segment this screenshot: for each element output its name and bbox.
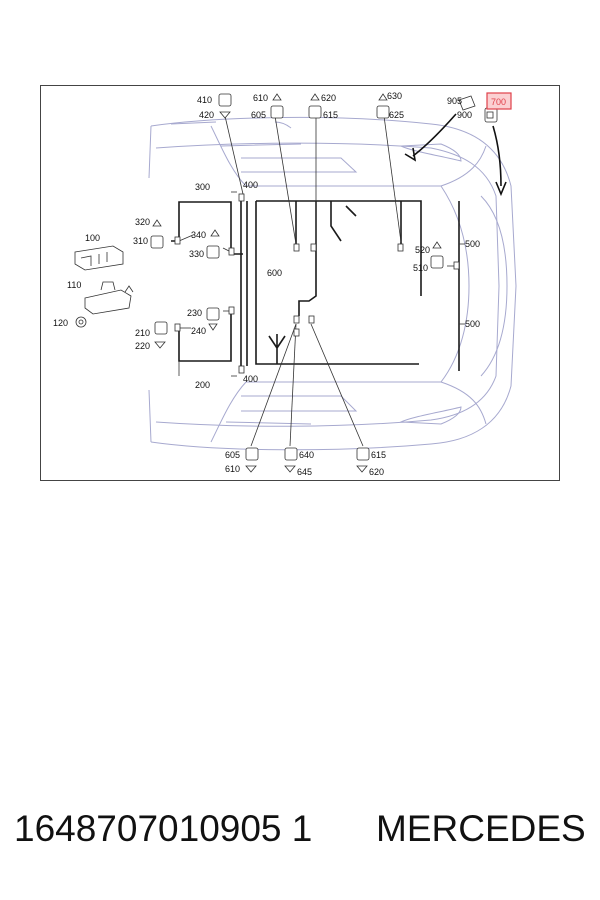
wiring-harness (171, 200, 460, 371)
label-500-upper: 500 (465, 239, 480, 249)
wiring-diagram-frame: 100 110 120 300 320 310 340 330 400 400 … (40, 85, 560, 481)
part-icons (74, 92, 512, 473)
sensor-icon (150, 93, 498, 473)
label-615-top: 615 (323, 110, 338, 120)
label-220: 220 (135, 341, 150, 351)
label-210: 210 (135, 328, 150, 338)
direction-arrows (404, 113, 507, 197)
caption: 1648707010905 1 MERCEDES (0, 808, 600, 858)
label-230: 230 (187, 308, 202, 318)
bracket-assembly-icon (75, 281, 134, 328)
label-605-bottom: 605 (225, 450, 240, 460)
leader-lines (178, 106, 465, 447)
label-120: 120 (53, 318, 68, 328)
label-900: 900 (457, 110, 472, 120)
label-330: 330 (189, 249, 204, 259)
label-640: 640 (299, 450, 314, 460)
label-340: 340 (191, 230, 206, 240)
label-645: 645 (297, 467, 312, 477)
label-605-top: 605 (251, 110, 266, 120)
label-420: 420 (199, 110, 214, 120)
label-300: 300 (195, 182, 210, 192)
label-240: 240 (191, 326, 206, 336)
label-905: 905 (447, 96, 462, 106)
wiring-diagram: 100 110 120 300 320 310 340 330 400 400 … (53, 91, 517, 477)
label-600: 600 (267, 268, 282, 278)
label-410: 410 (197, 95, 212, 105)
label-620-bottom: 620 (369, 467, 384, 477)
label-400-top: 400 (243, 180, 258, 190)
car-body-outline (148, 116, 517, 451)
label-100: 100 (85, 233, 100, 243)
brand-name: MERCEDES (376, 808, 586, 849)
control-unit-icon (74, 245, 124, 271)
label-520: 520 (415, 245, 430, 255)
label-400-bottom: 400 (243, 374, 258, 384)
label-500-lower: 500 (465, 319, 480, 329)
highlight-box (486, 92, 512, 110)
label-320: 320 (135, 217, 150, 227)
label-700: 700 (491, 97, 506, 107)
connectors (174, 193, 460, 374)
label-310: 310 (133, 236, 148, 246)
part-number: 1648707010905 1 (14, 808, 313, 849)
label-615-bottom: 615 (371, 450, 386, 460)
label-630: 630 (387, 91, 402, 101)
label-610-top: 610 (253, 93, 268, 103)
label-610-bottom: 610 (225, 464, 240, 474)
label-625: 625 (389, 110, 404, 120)
label-110: 110 (67, 280, 81, 290)
label-200: 200 (195, 380, 210, 390)
label-620-top: 620 (321, 93, 336, 103)
label-510: 510 (413, 263, 428, 273)
part-labels: 100 110 120 300 320 310 340 330 400 400 … (53, 91, 506, 477)
